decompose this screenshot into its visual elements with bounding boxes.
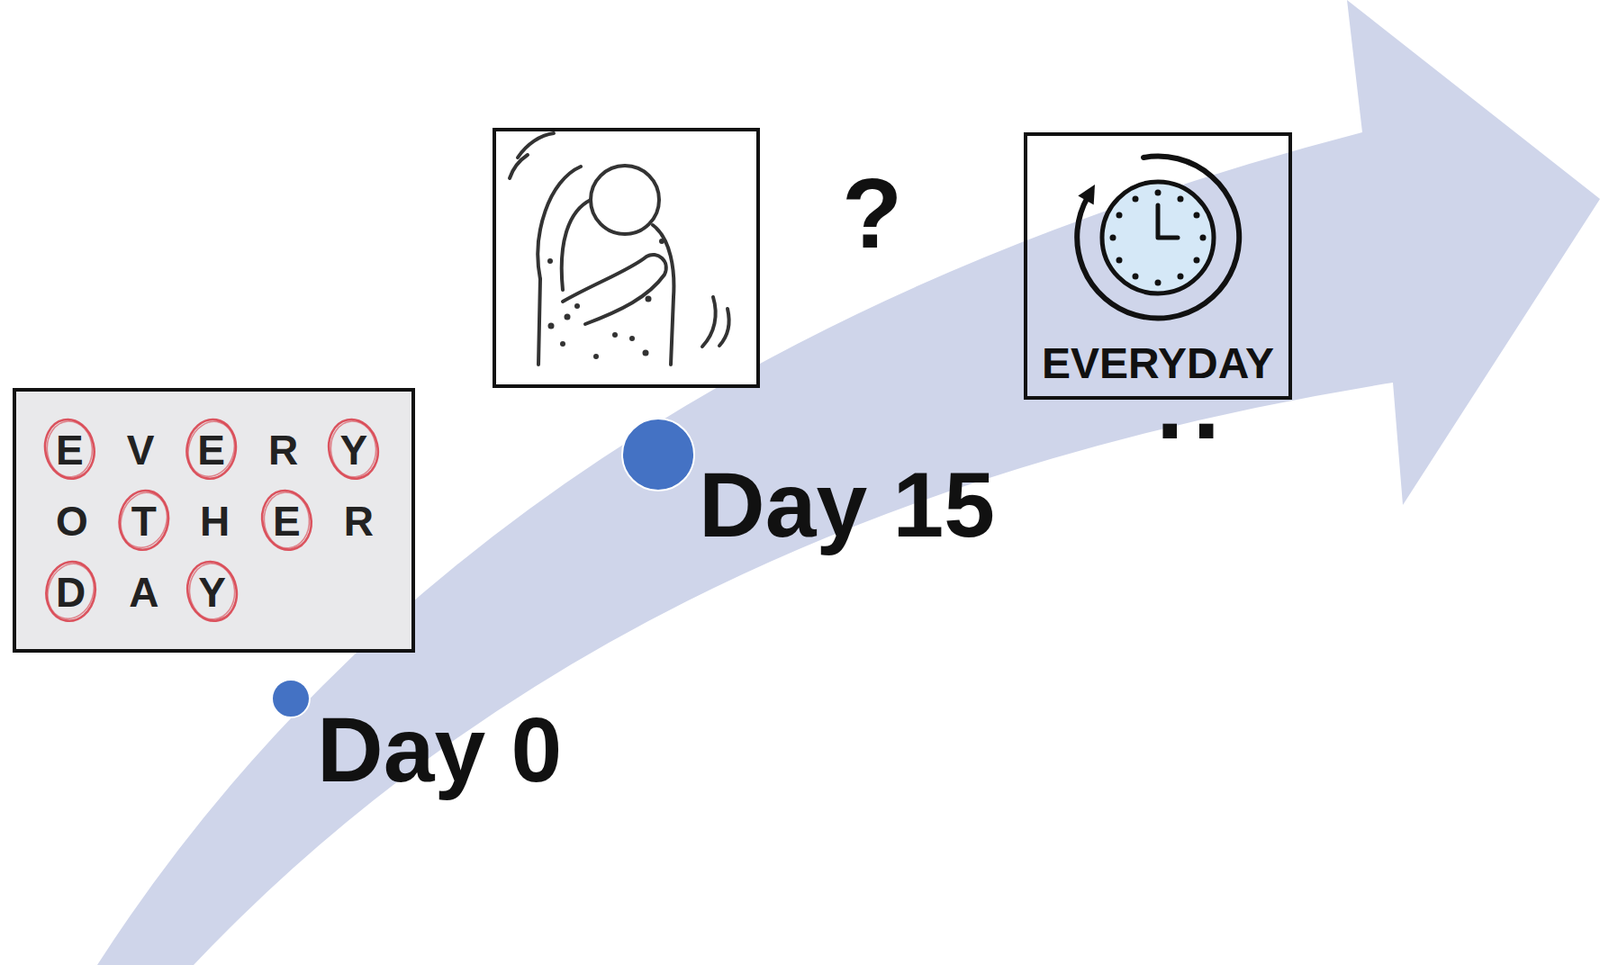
timeline-dot — [271, 679, 310, 718]
timeline-dot — [622, 418, 695, 491]
mark-label: ? — [841, 163, 903, 263]
mark-label: .. — [1156, 354, 1230, 454]
clock-icon — [1076, 156, 1239, 319]
day-label: Day 0 — [316, 704, 562, 796]
circled-letters: EVERY OTHER DAY — [55, 415, 430, 629]
day-label: Day 15 — [698, 459, 995, 552]
letter-card: EVERY OTHER DAY — [12, 388, 416, 653]
itch-icon — [494, 129, 759, 387]
